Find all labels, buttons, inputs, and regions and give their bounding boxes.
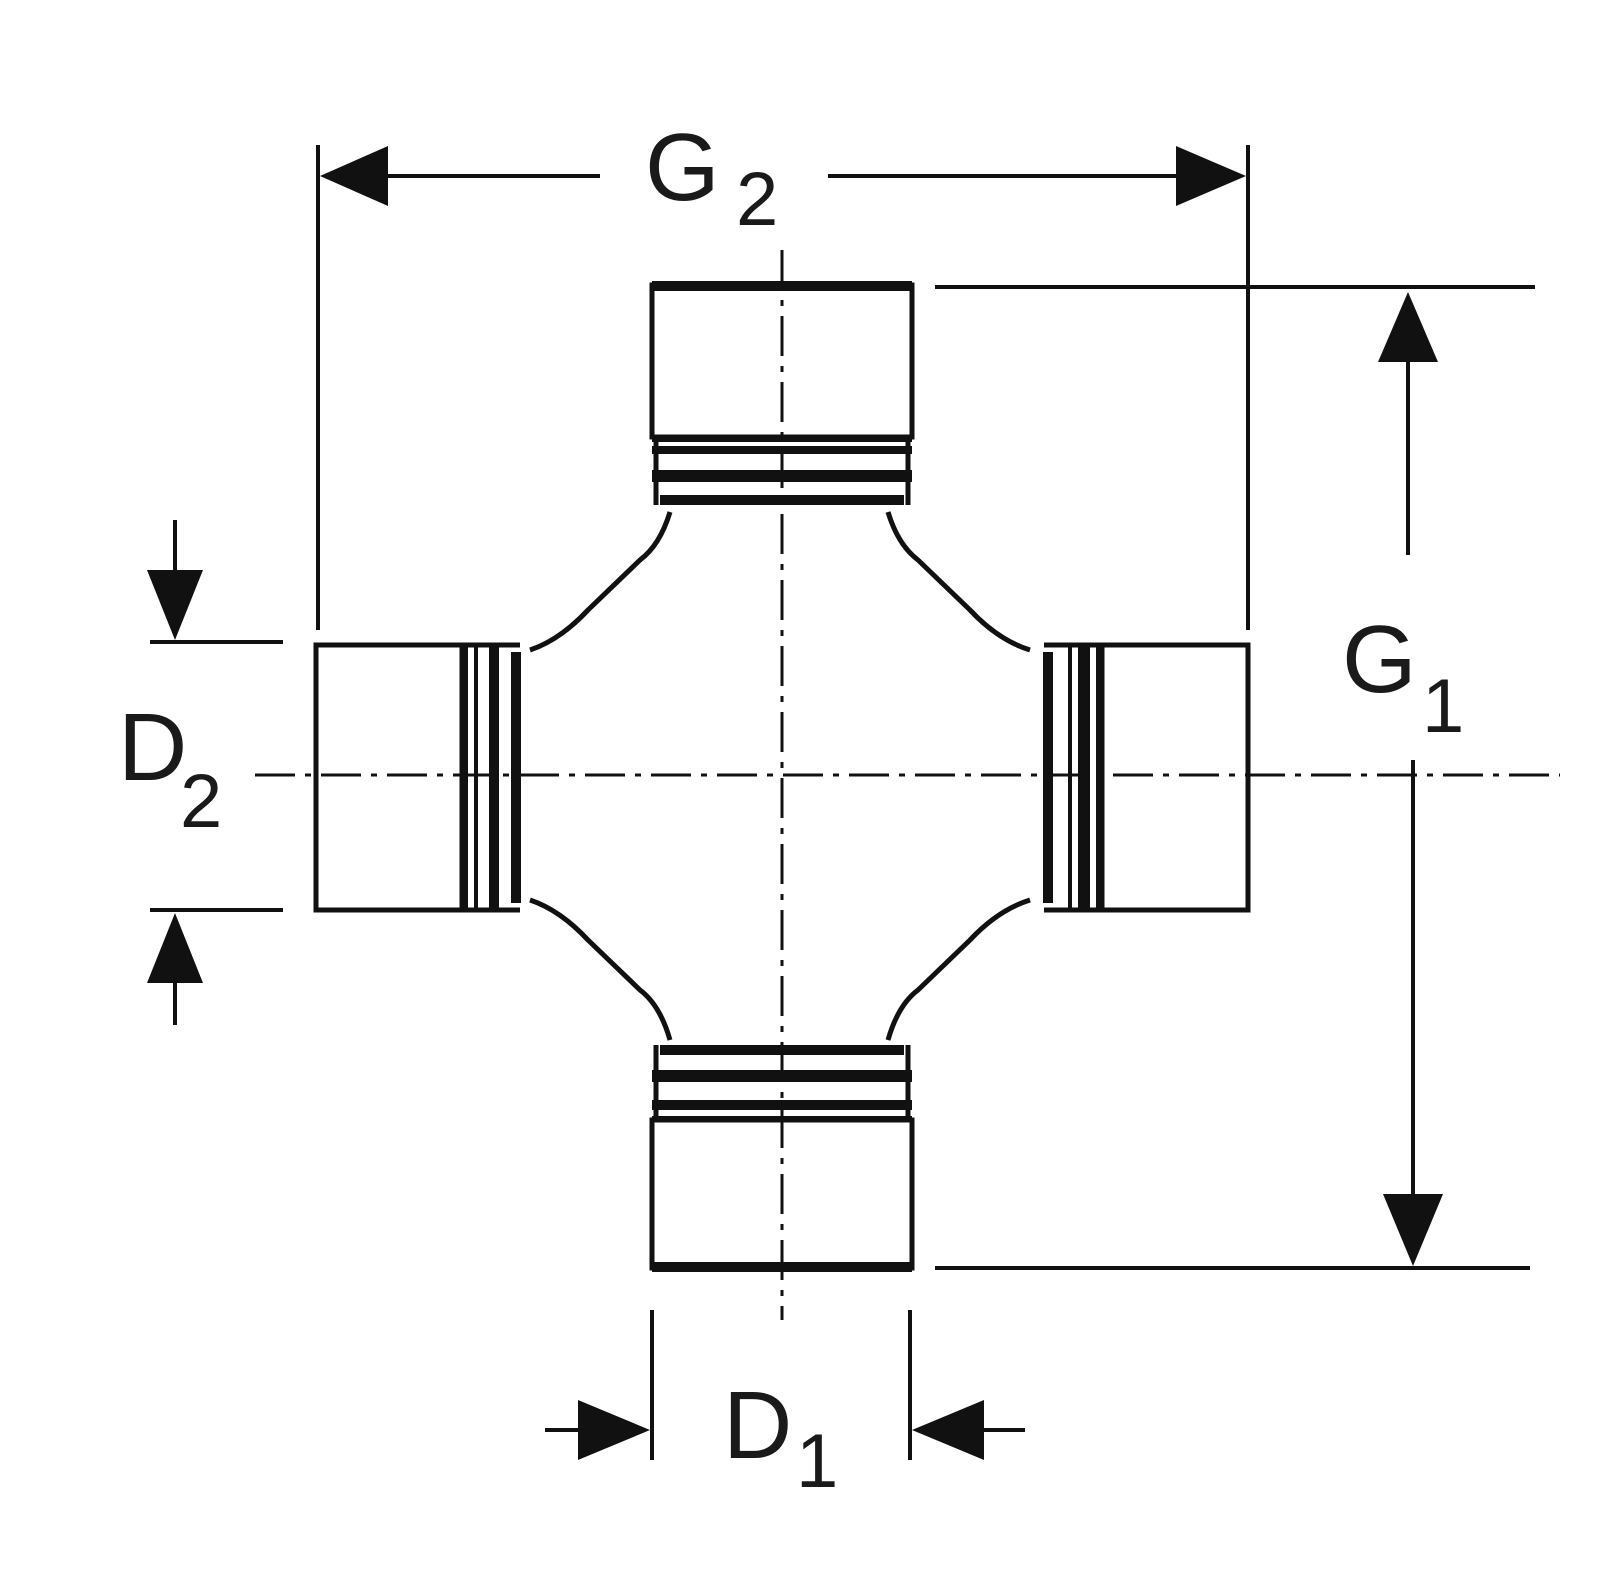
label-d2: D 2	[118, 694, 222, 844]
d2-arrow-bottom	[147, 913, 203, 983]
label-g2-sub: 2	[736, 157, 778, 242]
label-d1-sub: 1	[796, 1419, 838, 1504]
label-d2-sub: 2	[180, 759, 222, 844]
d1-arrow-left	[578, 1400, 650, 1460]
label-d1: D 1	[723, 1372, 838, 1504]
g1-arrow-top	[1378, 292, 1438, 362]
right-bearing-cap	[1043, 642, 1251, 913]
arrowheads	[147, 146, 1443, 1460]
label-g2: G 2	[645, 114, 778, 242]
g1-dimension	[935, 285, 1535, 1270]
bottom-bearing-cap	[649, 1045, 915, 1272]
cross-body	[529, 511, 1031, 1041]
g2-arrow-right	[1176, 146, 1246, 206]
label-g1-main: G	[1342, 606, 1417, 713]
label-g1: G 1	[1342, 606, 1464, 749]
top-bearing-cap	[649, 281, 915, 505]
d2-arrow-top	[147, 570, 203, 640]
centerlines	[255, 250, 1560, 1320]
g2-arrow-left	[320, 146, 388, 206]
g1-arrow-bottom	[1383, 1194, 1443, 1266]
d1-arrow-right	[912, 1400, 984, 1460]
label-g1-sub: 1	[1422, 664, 1464, 749]
dimension-labels: G 2 G 1 D 2 D 1	[118, 114, 1464, 1504]
label-g2-main: G	[645, 114, 720, 221]
left-bearing-cap	[313, 642, 521, 913]
label-d1-main: D	[723, 1372, 792, 1479]
label-d2-main: D	[118, 694, 187, 801]
